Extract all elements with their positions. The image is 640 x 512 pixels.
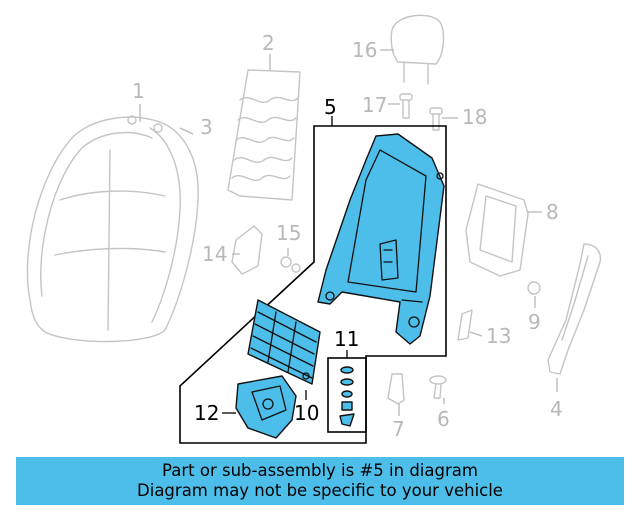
seat-back-cover-part [26, 115, 199, 343]
callout-7: 7 [392, 417, 405, 441]
callout-9: 9 [528, 310, 541, 334]
bracket-part-13 [457, 309, 473, 341]
callout-13: 13 [486, 324, 511, 348]
callout-10: 10 [294, 401, 319, 425]
callout-18: 18 [462, 105, 487, 129]
headrest-guide-part [399, 93, 443, 131]
callout-16: 16 [352, 38, 377, 62]
recliner-mechanism-part [235, 375, 297, 439]
callout-4: 4 [550, 397, 563, 421]
seat-back-frame-part [317, 133, 445, 345]
parts-diagram: 1 2 3 4 5 6 7 8 9 10 11 12 13 14 15 16 1… [26, 14, 602, 444]
callout-11: 11 [334, 327, 359, 351]
callout-14: 14 [202, 242, 227, 266]
clip-part-9 [527, 281, 541, 295]
hook-part-7 [387, 373, 405, 405]
lumbar-support-part [247, 299, 321, 385]
callout-17: 17 [362, 93, 387, 117]
fastener-part-15 [280, 256, 301, 273]
back-panel-part [465, 183, 529, 277]
sub-assembly-outline [179, 125, 447, 444]
bolt-part-6 [429, 375, 447, 399]
bracket-part-14 [231, 225, 263, 275]
headrest-part [390, 14, 445, 85]
callout-5: 5 [324, 95, 337, 119]
seat-back-pad-part [227, 69, 301, 201]
callout-15: 15 [276, 221, 301, 245]
side-trim-part [547, 243, 602, 375]
callout-6: 6 [437, 407, 450, 431]
callout-12: 12 [194, 401, 219, 425]
callout-3: 3 [200, 115, 213, 139]
callout-1: 1 [132, 79, 145, 103]
hardware-kit-part [339, 366, 355, 427]
banner-line-part-number: Part or sub-assembly is #5 in diagram [162, 461, 478, 480]
banner-line-disclaimer: Diagram may not be specific to your vehi… [137, 481, 503, 500]
callout-8: 8 [546, 200, 559, 224]
callout-2: 2 [262, 31, 275, 55]
info-banner: Part or sub-assembly is #5 in diagram Di… [16, 457, 624, 505]
